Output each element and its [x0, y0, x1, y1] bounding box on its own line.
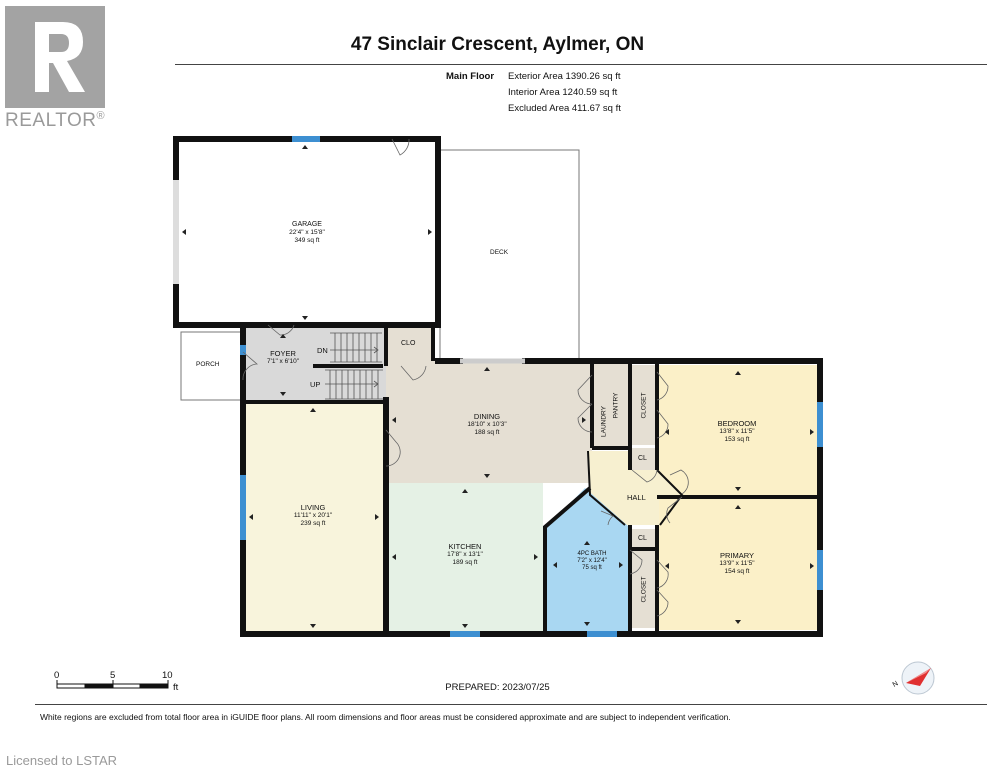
bedroom-dims: 13'8" x 11'5" [719, 428, 755, 435]
deck-outline [439, 149, 580, 360]
doors [242, 138, 689, 617]
dining-fill [386, 361, 592, 483]
title-divider [175, 64, 987, 65]
garage-fill [176, 139, 438, 325]
primary-name: PRIMARY [719, 551, 755, 560]
stairs-up [325, 369, 383, 400]
stairs-down [330, 332, 382, 363]
stairs-dn-label: DN [317, 346, 328, 355]
porch-outline [180, 331, 242, 401]
scale-label-0: 0 [54, 670, 60, 681]
scale-label-5: 5 [110, 670, 116, 681]
living-dims: 11'11" x 20'1" [293, 512, 333, 519]
living-area: 239 sq ft [300, 520, 326, 527]
hall-walls [587, 450, 684, 526]
bedroom-name: BEDROOM [717, 419, 757, 428]
dining-area: 188 sq ft [474, 429, 500, 436]
room-label-cl-top: CL [638, 455, 647, 462]
primary-area: 154 sq ft [724, 568, 750, 575]
room-label-cl-bottom: CL [638, 535, 647, 542]
garage-name: GARAGE [292, 221, 322, 228]
room-label-hall: HALL [627, 493, 646, 502]
room-label-living: LIVING 11'11" x 20'1" 239 sq ft [263, 504, 363, 528]
laundry-pantry-fill [592, 361, 628, 448]
windows [173, 136, 823, 637]
room-label-laundry: LAUNDRY [600, 406, 608, 437]
room-label-deck: DECK [490, 249, 509, 256]
realtor-wordmark: REALTOR® [5, 110, 106, 131]
floor-label: Main Floor [446, 71, 495, 82]
foyer-dims: 7'1" x 6'10" [266, 358, 300, 365]
dining-dims: 18'10" x 10'3" [467, 421, 507, 428]
kitchen-area: 189 sq ft [452, 559, 478, 566]
closet-bottom-fill [631, 550, 655, 628]
scale-label-10: 10 [162, 670, 173, 681]
kitchen-dims: 17'8" x 13'1" [447, 551, 483, 558]
closet-top-fill [630, 365, 657, 445]
scale-bar [56, 680, 169, 689]
room-label-closet-bottom: CLOSET [640, 576, 648, 603]
stairs-up-label: UP [310, 380, 321, 389]
exterior-area: Exterior Area 1390.26 sq ft [508, 71, 621, 82]
bedroom-area: 153 sq ft [724, 436, 750, 443]
room-label-bath: 4PC BATH 7'2" x 12'4" 75 sq ft [557, 551, 627, 572]
realtor-r-icon [5, 6, 105, 108]
excluded-area: Excluded Area 411.67 sq ft [508, 103, 621, 114]
cl-bottom-fill [631, 529, 655, 548]
bath-fill [547, 488, 628, 632]
clo-fill [388, 328, 433, 361]
room-label-primary: PRIMARY 13'9" x 11'5" 154 sq ft [687, 552, 787, 576]
living-name: LIVING [300, 503, 326, 512]
room-label-pantry: PANTRY [612, 392, 620, 419]
kitchen-fill [386, 483, 543, 634]
room-label-foyer: FOYER 7'1" x 6'10" [253, 350, 313, 366]
dimension-ticks [182, 145, 814, 628]
bath-dims: 7'2" x 12'4" [577, 558, 607, 564]
room-label-bedroom: BEDROOM 13'8" x 11'5" 153 sq ft [687, 420, 787, 444]
foyer-name: FOYER [270, 349, 296, 358]
bath-area: 75 sq ft [582, 565, 602, 571]
dining-name: DINING [473, 412, 501, 421]
room-label-porch: PORCH [196, 361, 220, 368]
bath-name: 4PC BATH [577, 551, 607, 557]
primary-fill [659, 499, 820, 630]
page-title: 47 Sinclair Crescent, Aylmer, ON [350, 34, 645, 55]
garage-dims: 22'4" x 15'8" [289, 229, 325, 236]
room-label-kitchen: KITCHEN 17'8" x 13'1" 189 sq ft [415, 543, 515, 567]
kitchen-name: KITCHEN [448, 542, 482, 551]
footer-divider [35, 704, 987, 705]
realtor-logo [5, 6, 105, 108]
room-label-clo: CLO [401, 340, 416, 347]
bedroom-fill [659, 365, 820, 497]
interior-area: Interior Area 1240.59 sq ft [508, 87, 618, 98]
hall-fill [588, 451, 682, 525]
room-label-closet-top: CLOSET [640, 392, 648, 419]
room-label-dining: DINING 18'10" x 10'3" 188 sq ft [437, 413, 537, 437]
footer-disclaimer: White regions are excluded from total fl… [40, 712, 731, 722]
compass-icon [901, 661, 935, 695]
garage-area: 349 sq ft [294, 237, 320, 244]
primary-dims: 13'9" x 11'5" [719, 560, 755, 567]
prepared-date: PREPARED: 2023/07/25 [445, 682, 550, 693]
licensed-to: Licensed to LSTAR [6, 753, 118, 768]
scale-unit: ft [173, 682, 179, 693]
cl-top-fill [631, 448, 655, 470]
living-fill [243, 402, 384, 634]
room-label-garage: GARAGE 22'4" x 15'8" 349 sq ft [257, 221, 357, 245]
